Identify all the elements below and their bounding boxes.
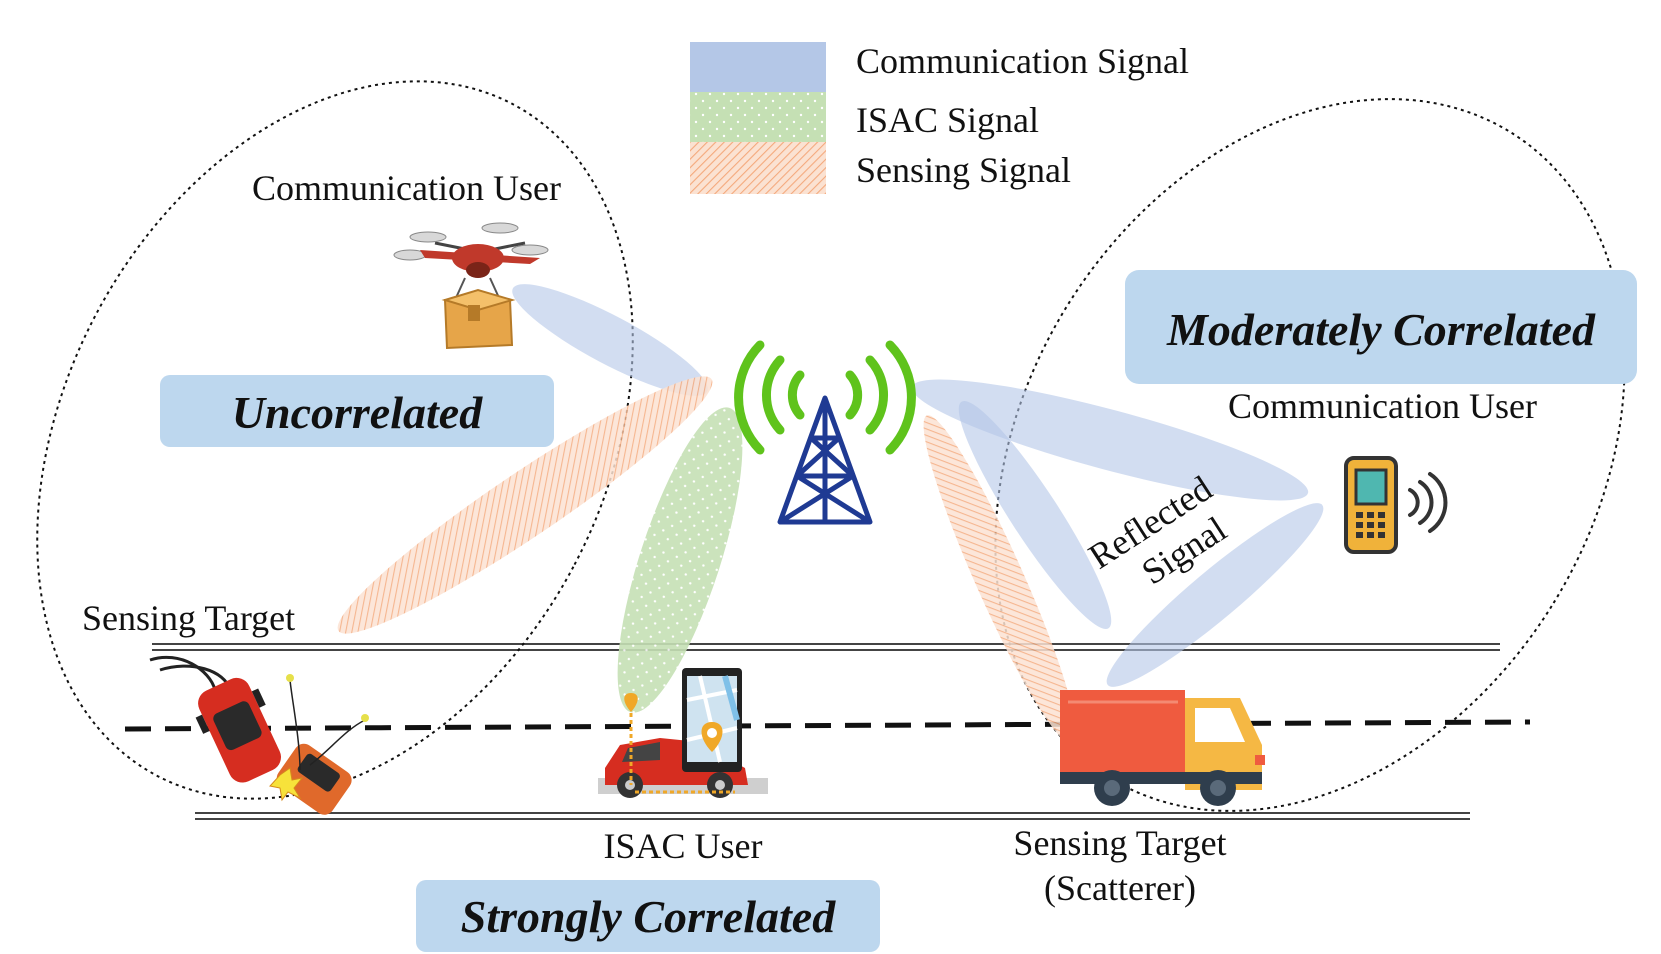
legend-swatch-sensing — [690, 142, 826, 194]
badge-strongly-label: Strongly Correlated — [461, 891, 836, 942]
isac-user-car-icon — [598, 668, 768, 798]
label-comm-user-left: Communication User — [252, 168, 561, 208]
label-comm-user-right: Communication User — [1228, 386, 1537, 426]
wave-icon — [734, 340, 916, 455]
beam-sensing-left — [337, 376, 713, 634]
badge-moderately-correlated: Moderately Correlated — [1125, 270, 1637, 384]
phone-icon — [1344, 456, 1448, 554]
label-sensing-target-right: Sensing Target — [1013, 823, 1226, 863]
truck-icon — [1060, 690, 1265, 806]
beam-communication-scatter — [958, 401, 1112, 629]
beam-sensing-right — [923, 415, 1077, 745]
label-sensing-target-left: Sensing Target — [82, 598, 295, 638]
tower-icon — [777, 395, 873, 525]
base-station — [734, 340, 916, 525]
badge-moderately-label: Moderately Correlated — [1166, 304, 1596, 355]
road — [124, 643, 1531, 820]
legend: Communication Signal ISAC Signal Sensing… — [690, 41, 1189, 194]
badge-strongly-correlated: Strongly Correlated — [416, 880, 880, 952]
beam-communication-phone — [911, 379, 1309, 501]
beam-isac — [617, 407, 743, 713]
legend-swatch-isac — [690, 92, 826, 142]
uncorrelated-region — [36, 80, 634, 800]
legend-label-isac: ISAC Signal — [856, 100, 1039, 140]
badge-uncorrelated-label: Uncorrelated — [232, 387, 483, 438]
badge-uncorrelated: Uncorrelated — [160, 375, 554, 447]
signal-beams — [337, 284, 1324, 745]
car-crash-icon — [149, 655, 369, 815]
road-center-line — [124, 719, 1531, 732]
legend-swatch-communication — [690, 42, 826, 92]
beam-communication-drone — [512, 284, 708, 396]
legend-label-sensing: Sensing Signal — [856, 150, 1071, 190]
drone-icon — [393, 222, 549, 350]
beam-reflected — [1106, 503, 1324, 687]
label-isac-user: ISAC User — [604, 826, 763, 866]
legend-label-communication: Communication Signal — [856, 41, 1189, 81]
label-scatterer: (Scatterer) — [1044, 868, 1196, 908]
